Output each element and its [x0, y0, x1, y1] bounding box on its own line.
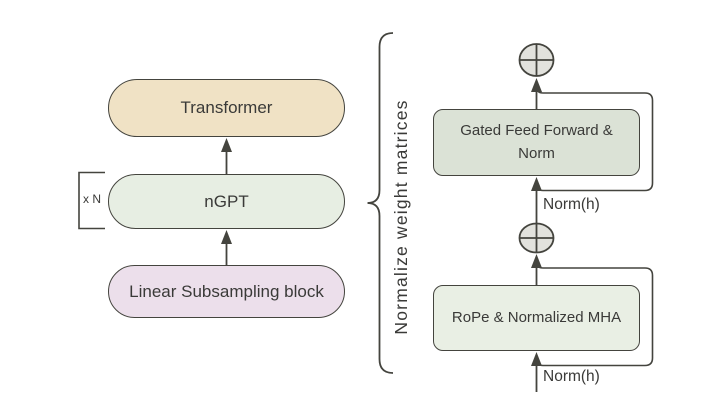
norm-h-label-ff: Norm(h)	[543, 196, 600, 213]
transformer-block: Transformer	[108, 79, 345, 137]
gated-feed-forward-label-line1: Gated Feed Forward &	[460, 122, 613, 139]
arrow-ngpt-to-transformer	[221, 138, 232, 174]
ngpt-block: nGPT	[108, 174, 345, 229]
gated-feed-forward-label-line2: Norm	[518, 144, 555, 162]
linear-subsampling-label: Linear Subsampling block	[129, 281, 324, 301]
plus-circle-mid-icon	[518, 222, 555, 254]
ngpt-label: nGPT	[204, 191, 249, 211]
arrow-linear-to-ngpt	[221, 230, 232, 265]
repeat-count-label: x N	[83, 192, 101, 206]
arrow-add-to-ff	[531, 177, 542, 223]
gated-feed-forward-block: Gated Feed Forward & Norm	[433, 109, 640, 176]
arrow-input-to-mha	[531, 352, 542, 392]
normalize-brace	[367, 32, 394, 374]
transformer-label: Transformer	[180, 98, 273, 117]
arrow-ff-to-add	[531, 78, 542, 109]
rope-normalized-mha-block: RoPe & Normalized MHA	[433, 285, 640, 351]
norm-h-label-mha: Norm(h)	[543, 368, 600, 385]
rope-normalized-mha-label: RoPe & Normalized MHA	[451, 308, 622, 326]
residual-loop-ff	[535, 86, 654, 192]
arrow-mha-to-add	[531, 254, 542, 285]
normalize-brace-label: Normalize weight matrices	[391, 99, 411, 334]
linear-subsampling-block: Linear Subsampling block	[108, 265, 345, 318]
plus-circle-top-icon	[518, 43, 555, 77]
repeat-bracket	[78, 171, 105, 230]
residual-loop-mha	[535, 261, 654, 367]
